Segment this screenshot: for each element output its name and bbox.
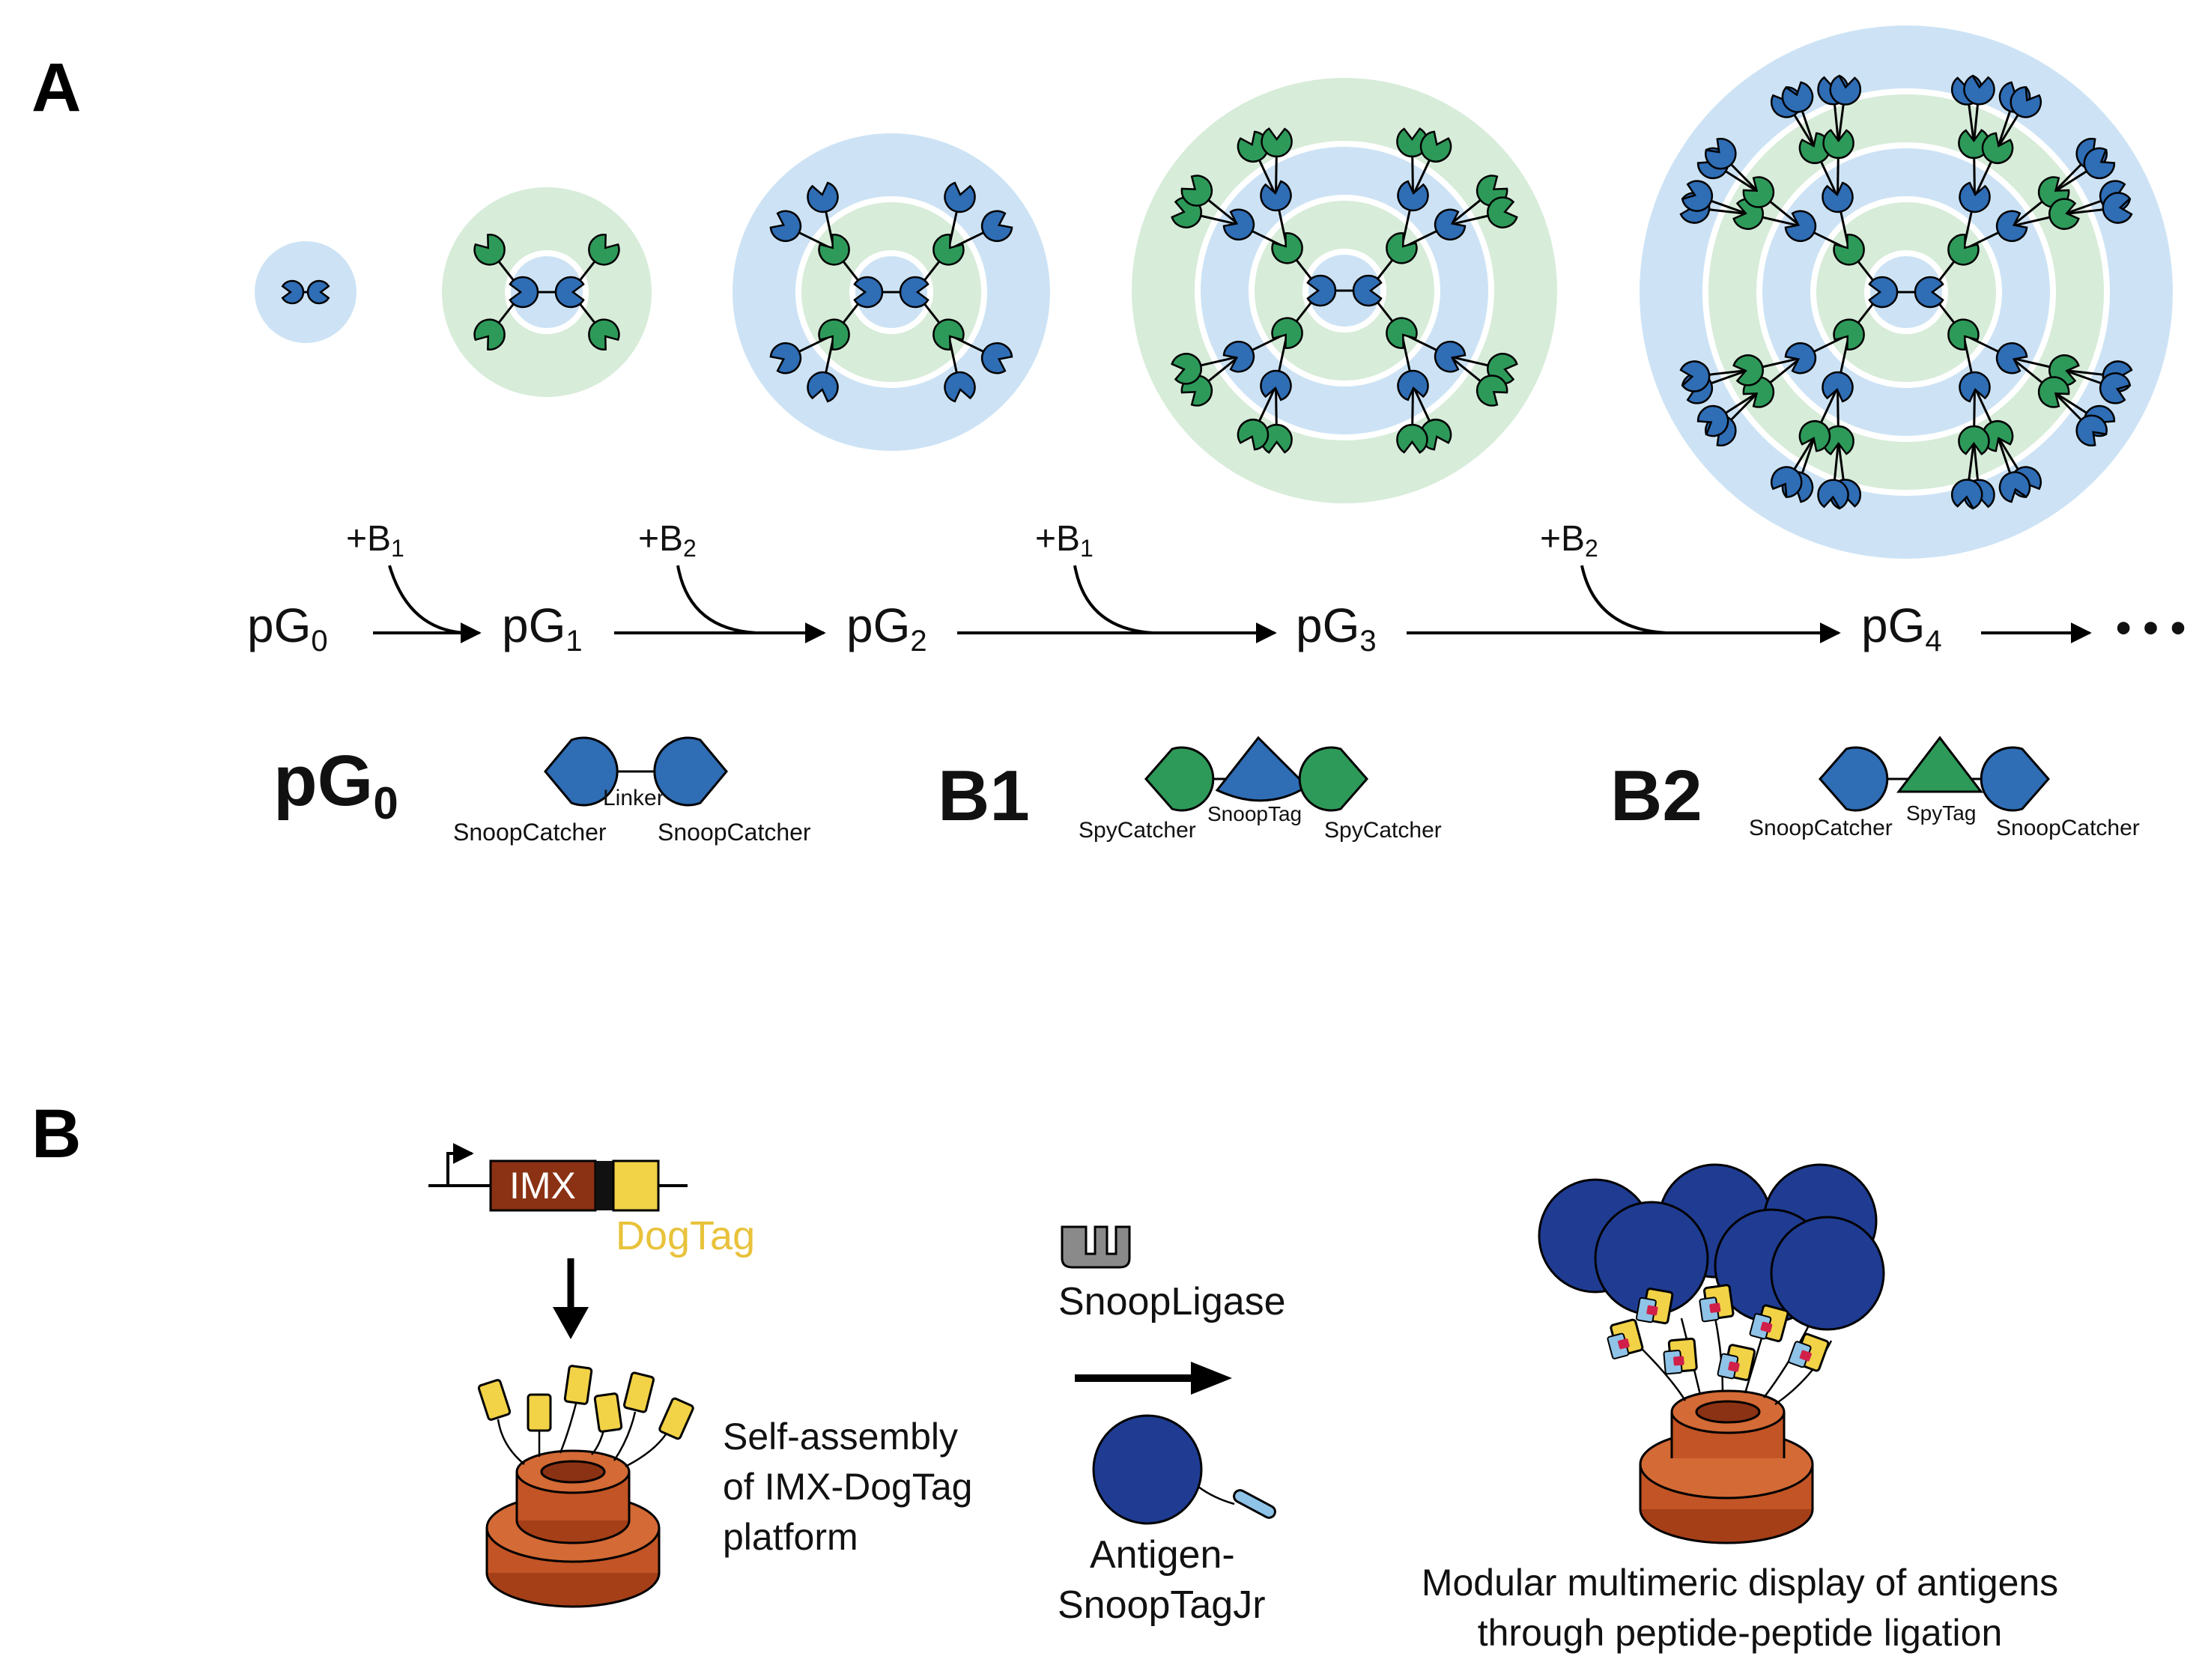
- label-pg1: pG1: [502, 598, 583, 658]
- legend-b1: B1 SpyCatcher SnoopTag SpyCatcher: [938, 736, 1442, 843]
- legend-b2-right-label: SnoopCatcher: [1996, 816, 2140, 840]
- antigen-snooptagjr-icon: [1092, 1414, 1276, 1525]
- snoopligase-icon: [1061, 1225, 1131, 1269]
- label-add-b2-second: +B2: [1540, 519, 1598, 562]
- imx-gene-block: [489, 1159, 597, 1212]
- snoopcatcher-icon: [1980, 746, 2050, 812]
- gene-construct: IMX DogTag: [428, 1143, 755, 1258]
- self-assembly-line2: of IMX-DogTag: [723, 1466, 972, 1508]
- label-pg0: pG0: [247, 598, 328, 658]
- self-assembly-line3: platform: [723, 1516, 858, 1558]
- reaction-arrow-icon: [1075, 1362, 1232, 1395]
- legend-b2: B2 SnoopCatcher SpyTag SnoopCatcher: [1610, 736, 2140, 840]
- self-assembly-line1: Self-assembly: [723, 1416, 958, 1458]
- antigen-label-line2: SnoopTagJr: [1058, 1583, 1266, 1627]
- multimeric-display: [1538, 1163, 1885, 1544]
- antigen-label-line1: Antigen-: [1090, 1533, 1235, 1577]
- generation-labels: pG0 pG1 pG2 pG3 pG4 • • •: [247, 598, 2186, 658]
- label-pg4: pG4: [1861, 598, 1942, 658]
- linker-block: [595, 1161, 613, 1210]
- dogtag-block: [612, 1159, 660, 1212]
- snoopcatcher-icon: [544, 736, 619, 807]
- imx-label: IMX: [509, 1165, 576, 1207]
- display-caption-line2: through peptide-peptide ligation: [1478, 1612, 2003, 1654]
- snoopcatcher-icon: [1819, 746, 1889, 812]
- promoter-arrow-icon: [446, 1143, 474, 1186]
- legend-b2-title: B2: [1610, 756, 1702, 836]
- legend-b2-left-label: SnoopCatcher: [1749, 816, 1893, 840]
- addition-labels: +B1 +B2 +B1 +B2: [346, 519, 1598, 562]
- snooptag-icon: [1215, 736, 1309, 802]
- legend-pg0: pG0 Linker SnoopCatcher SnoopCatcher: [273, 736, 811, 846]
- tag-complexes: [1607, 1284, 1830, 1381]
- spycatcher-icon: [1144, 746, 1215, 812]
- legend-b1-left-label: SpyCatcher: [1079, 818, 1196, 843]
- dendrimer-pg1: [442, 187, 652, 397]
- legend-b1-middle-label: SnoopTag: [1207, 802, 1302, 825]
- legend-pg0-left-label: SnoopCatcher: [453, 819, 607, 846]
- display-caption-line1: Modular multimeric display of antigens: [1422, 1562, 2058, 1604]
- down-arrow-icon: [553, 1258, 589, 1339]
- panel-a-letter: A: [31, 49, 81, 126]
- dogtag-label: DogTag: [616, 1213, 755, 1258]
- legend-linker-label: Linker: [603, 786, 664, 810]
- label-add-b1-first: +B1: [346, 519, 404, 562]
- snoopcatcher-icon: [653, 736, 728, 807]
- spycatcher-icon: [1298, 746, 1368, 812]
- spytag-icon: [1896, 736, 1984, 793]
- label-add-b1-second: +B1: [1035, 519, 1094, 562]
- label-pg2: pG2: [846, 598, 927, 658]
- legend-b1-title: B1: [938, 756, 1030, 836]
- dendrimer-pg2: [733, 133, 1050, 451]
- legend-pg0-right-label: SnoopCatcher: [658, 819, 811, 846]
- reaction-arrows: [373, 565, 2092, 643]
- label-add-b2-first: +B2: [638, 519, 697, 562]
- ellipsis: • • •: [2116, 604, 2186, 652]
- dendrimer-pg4: [1640, 25, 2173, 559]
- dendrimer-pg3: [1132, 78, 1557, 503]
- imx-dogtag-platform: [477, 1365, 694, 1608]
- legend-pg0-title: pG0: [273, 741, 398, 828]
- dendrimer-pg0: [255, 241, 357, 343]
- legend-b1-right-label: SpyCatcher: [1324, 818, 1442, 843]
- snoopligase-label: SnoopLigase: [1058, 1280, 1286, 1323]
- legend-b2-middle-label: SpyTag: [1906, 801, 1976, 825]
- panel-b-letter: B: [31, 1096, 81, 1172]
- dendrimer-generations: [255, 25, 2173, 559]
- label-pg3: pG3: [1296, 598, 1377, 658]
